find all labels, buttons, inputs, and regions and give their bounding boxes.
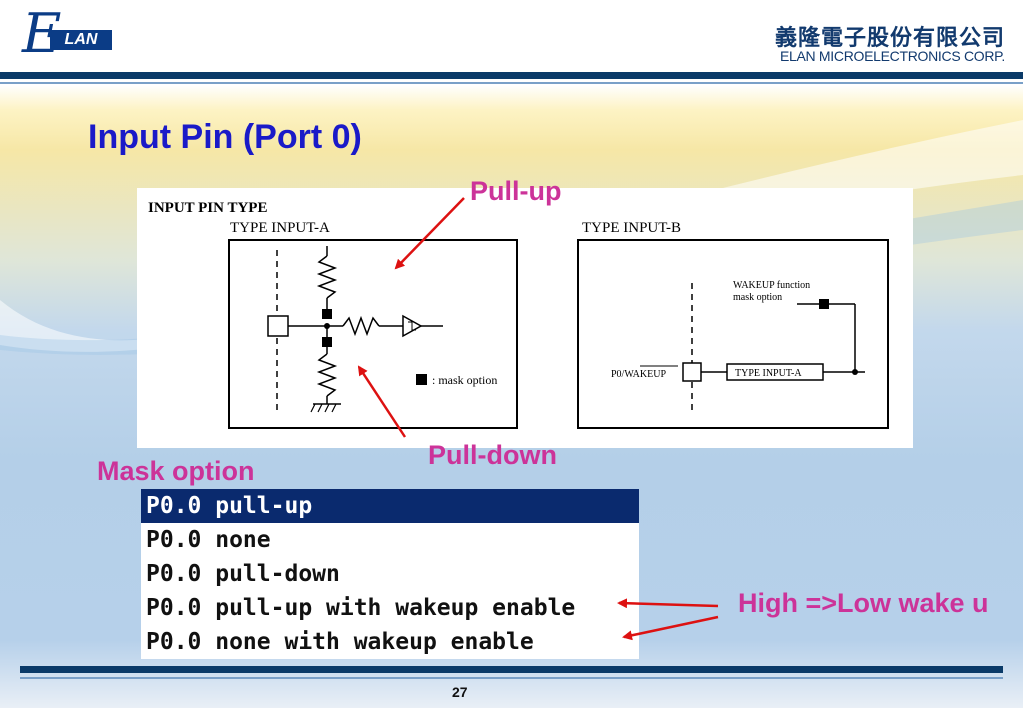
input-pin-diagram: INPUT PIN TYPE TYPE INPUT-A TYPE INPUT-B [137, 188, 913, 448]
footer-divider-thin [20, 677, 1003, 679]
inner-box-label: TYPE INPUT-A [735, 368, 802, 379]
type-b-label: TYPE INPUT-B [582, 220, 681, 236]
wake-annotation: High =>Low wake u [738, 588, 989, 618]
type-a-label: TYPE INPUT-A [230, 220, 330, 236]
logo-wordmark: LAN [50, 30, 112, 50]
company-name-english: ELAN MICROELECTRONICS CORP. [779, 48, 1005, 64]
mask-option-heading: Mask option [97, 456, 255, 486]
slide-header: E LAN 義隆電子股份有限公司 ELAN MICROELECTRONICS C… [0, 0, 1023, 86]
slide-title: Input Pin (Port 0) [88, 118, 362, 156]
type-a-schematic: : mask option [228, 239, 518, 429]
mask-option-swatch [416, 374, 427, 385]
wakeup-note-line2: mask option [733, 292, 782, 303]
type-b-schematic: WAKEUP function mask option P0/WAKEUP TY… [577, 239, 889, 429]
wakeup-note-line1: WAKEUP function [733, 280, 810, 291]
mask-legend-label: : mask option [432, 373, 497, 387]
option-none[interactable]: P0.0 none [146, 527, 271, 553]
page-number: 27 [452, 684, 468, 700]
pull-down-annotation: Pull-down [428, 440, 557, 470]
option-pull-up[interactable]: P0.0 pull-up [141, 489, 639, 523]
elan-logo: E LAN [22, 2, 122, 66]
option-none-wakeup[interactable]: P0.0 none with wakeup enable [146, 629, 534, 655]
option-pull-down[interactable]: P0.0 pull-down [146, 561, 340, 587]
company-name-chinese: 義隆電子股份有限公司 [774, 25, 1005, 51]
header-divider [0, 72, 1023, 79]
option-pull-up-wakeup[interactable]: P0.0 pull-up with wakeup enable [146, 595, 576, 621]
pull-up-annotation: Pull-up [470, 176, 562, 206]
footer-divider [20, 666, 1003, 673]
header-divider-thin [0, 82, 1023, 84]
mask-option-list[interactable]: P0.0 pull-up P0.0 none P0.0 pull-down P0… [141, 489, 639, 659]
diagram-heading: INPUT PIN TYPE [148, 200, 267, 216]
pin-label: P0/WAKEUP [611, 369, 666, 380]
